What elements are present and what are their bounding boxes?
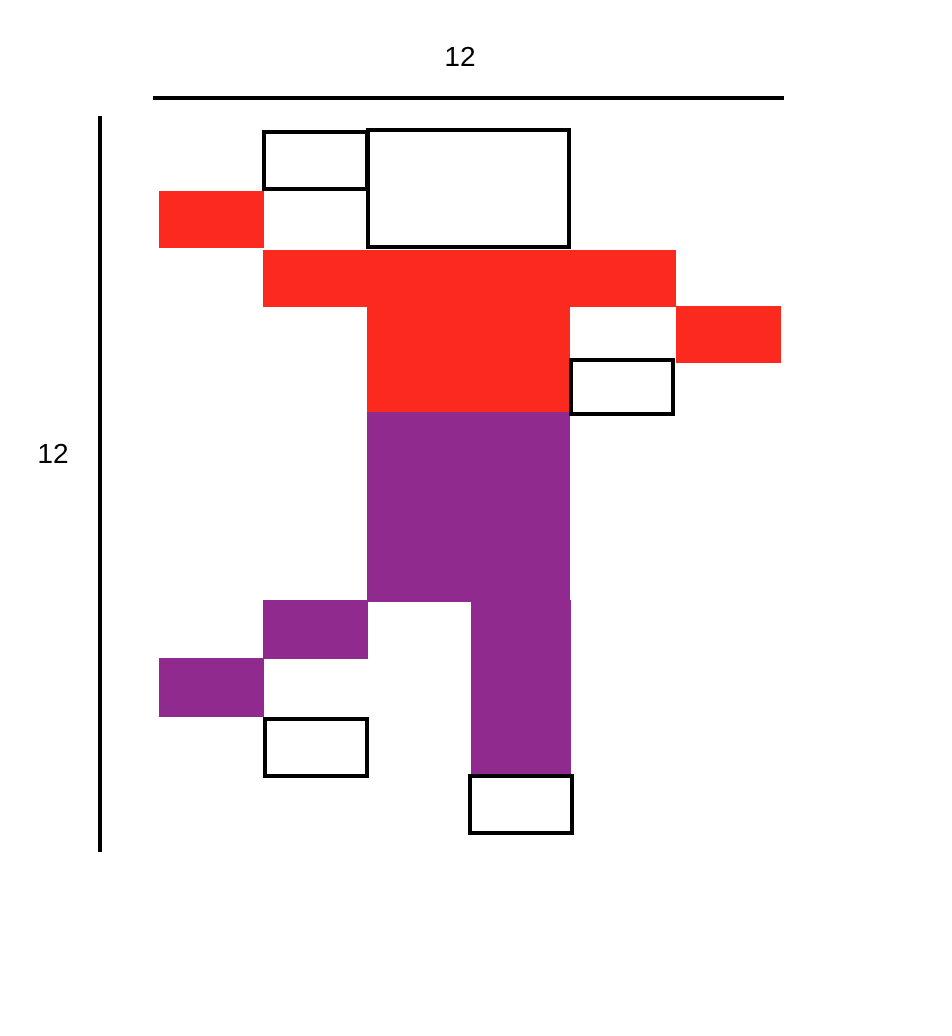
width-dimension-label: 12 bbox=[444, 41, 475, 72]
right-shoe-block bbox=[468, 774, 574, 835]
left-shoe-block bbox=[263, 717, 369, 778]
left-thigh-block bbox=[263, 600, 368, 659]
outlined-blocks bbox=[262, 128, 675, 835]
pants-blocks bbox=[159, 412, 571, 776]
left-arm-block bbox=[263, 250, 369, 307]
left-shin-block bbox=[159, 658, 264, 717]
height-dimension-label: 12 bbox=[37, 438, 68, 469]
head-small-block bbox=[262, 130, 369, 191]
right-arm-block bbox=[569, 250, 676, 307]
left-hand-block bbox=[159, 191, 264, 248]
right-glove-block bbox=[569, 358, 675, 416]
shirt-blocks bbox=[159, 191, 781, 412]
head-block bbox=[366, 128, 571, 249]
right-hand-block bbox=[676, 306, 781, 363]
right-leg-block bbox=[471, 600, 571, 776]
torso-block bbox=[367, 250, 570, 412]
hips-block bbox=[367, 412, 570, 602]
